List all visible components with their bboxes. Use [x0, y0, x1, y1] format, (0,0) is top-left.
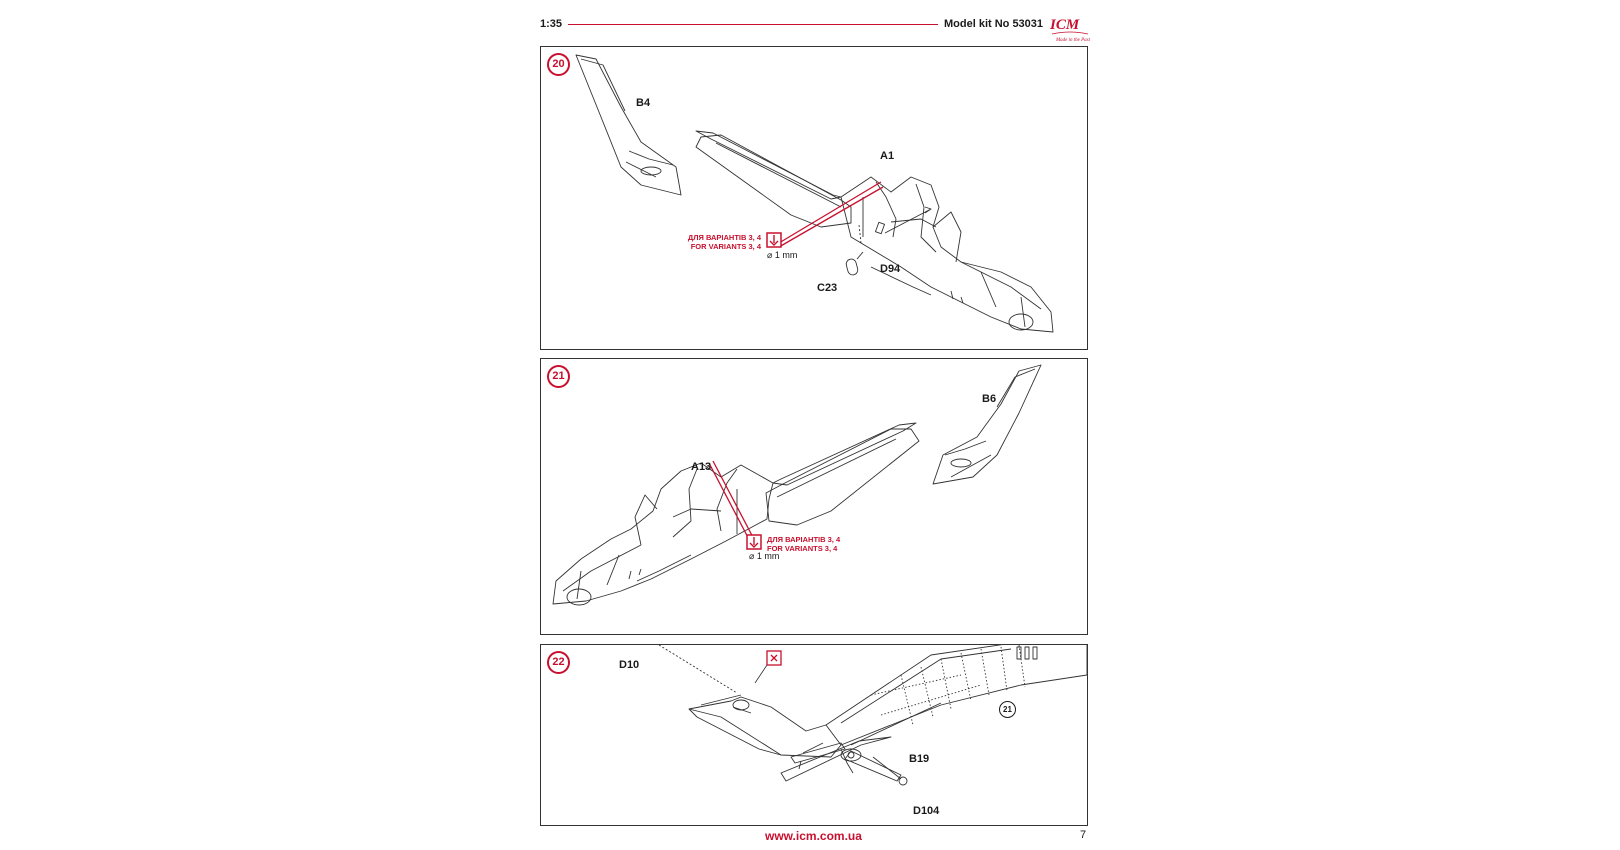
website-link[interactable]: www.icm.com.ua — [765, 829, 862, 843]
page-number: 7 — [1080, 829, 1087, 841]
part-label-b4: B4 — [636, 97, 651, 109]
drill-icon-20 — [766, 232, 782, 248]
part-label-c23: C23 — [817, 282, 838, 294]
part-label-d94: D94 — [880, 263, 901, 275]
svg-text:ICM: ICM — [1050, 17, 1080, 33]
header-rule — [568, 24, 938, 25]
part-label-d104: D104 — [913, 805, 940, 817]
part-label-a1: A1 — [880, 150, 895, 162]
part-label-a13: A13 — [691, 461, 712, 473]
variant-note-ua: ДЛЯ ВАРІАНТІВ 3, 4 — [767, 535, 841, 544]
step-20-badge: 20 — [547, 53, 570, 76]
drill-icon-21 — [746, 534, 762, 550]
scale-label: 1:35 — [540, 18, 563, 30]
step-21-drawing — [552, 364, 1042, 606]
step-22-badge: 22 — [547, 651, 570, 674]
step-20-drawing — [575, 54, 1054, 333]
svg-text:Made in the Past: Made in the Past — [1055, 38, 1090, 43]
part-label-b6: B6 — [982, 393, 997, 405]
glue-icon — [754, 650, 782, 684]
icm-logo: ICM Made in the Past — [1049, 14, 1091, 44]
step-21-badge: 21 — [547, 365, 570, 388]
variant-note-20: ДЛЯ ВАРІАНТІВ 3, 4 FOR VARIANTS 3, 4 — [671, 233, 761, 251]
step-20-panel: 20 B4 A1 D94 C23 ДЛЯ ВАРІАНТІВ 3, 4 FOR … — [540, 46, 1088, 350]
step-22-panel: 22 D10 B19 D104 21 — [540, 644, 1088, 826]
drill-size-21: ⌀ 1 mm — [749, 551, 780, 561]
variant-note-21: ДЛЯ ВАРІАНТІВ 3, 4 FOR VARIANTS 3, 4 — [767, 535, 840, 553]
drill-size-20: ⌀ 1 mm — [767, 250, 798, 260]
variant-note-ua: ДЛЯ ВАРІАНТІВ 3, 4 — [687, 233, 761, 242]
step-21-reference: 21 — [999, 701, 1016, 718]
variant-note-en: FOR VARIANTS 3, 4 — [767, 544, 838, 553]
model-kit-number: Model kit No 53031 — [944, 18, 1044, 30]
variant-note-en: FOR VARIANTS 3, 4 — [690, 242, 761, 251]
part-label-b19: B19 — [909, 753, 930, 765]
step-22-drawing — [658, 645, 1087, 786]
step-21-panel: 21 B6 A13 ДЛЯ ВАРІАНТІВ 3, 4 FOR VARIANT… — [540, 358, 1088, 635]
part-label-d10: D10 — [619, 659, 640, 671]
